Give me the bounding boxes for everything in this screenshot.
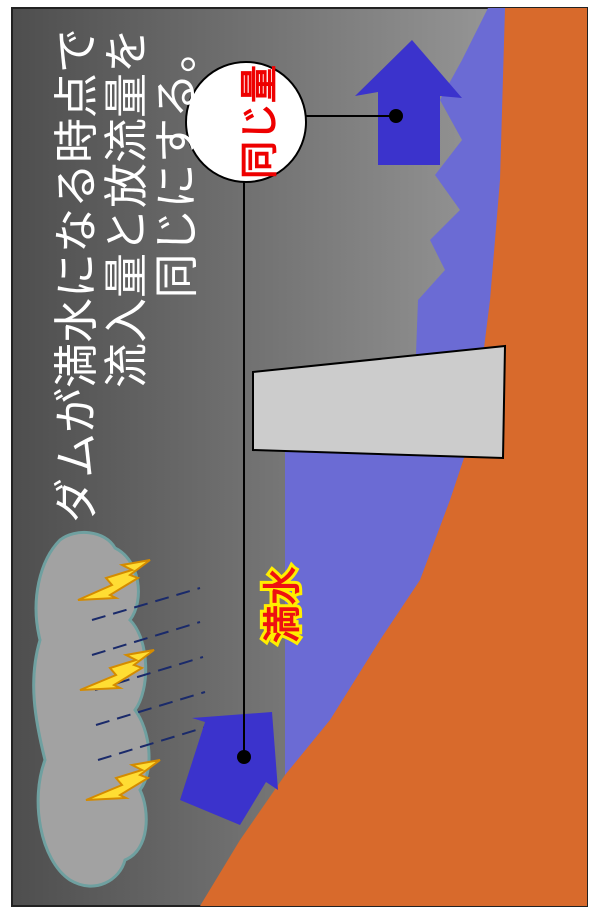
dam-icon: [252, 344, 507, 460]
rain-cloud-icon: [32, 530, 151, 888]
same-amount-label: 同じ量: [238, 65, 282, 179]
outflow-dot: [389, 109, 403, 123]
title-line-3: 同じにする。: [150, 28, 203, 298]
rain-lines: [91, 587, 207, 761]
title: ダムが満水になる時点で 流入量と放流量を 同じにする。: [50, 28, 203, 523]
title-line-2: 流入量と放流量を: [100, 28, 153, 388]
full-water-label: 満水: [261, 566, 305, 643]
lightning-icons: [77, 559, 161, 801]
outflow-arrow: [355, 40, 462, 165]
inflow-dot: [237, 750, 251, 764]
ground-area: [200, 8, 587, 906]
inflow-arrow: [180, 712, 278, 825]
same-amount-circle: [185, 61, 307, 183]
title-line-1: ダムが満水になる時点で: [50, 28, 103, 523]
